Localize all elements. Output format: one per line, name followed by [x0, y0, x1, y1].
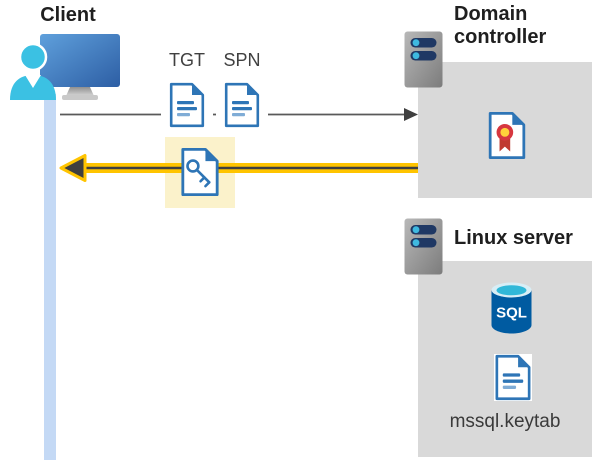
key-document-icon: [180, 147, 220, 197]
ribbon-seal: [496, 123, 514, 141]
linux-server-icon: [404, 218, 443, 275]
sql-database-icon: SQL: [491, 282, 532, 334]
person-collar: [25, 75, 41, 88]
spn-ticket-document-icon: [216, 78, 268, 132]
tgt-label: TGT: [169, 50, 205, 70]
monitor-base: [62, 95, 98, 100]
user-at-monitor-icon: [10, 34, 120, 100]
request-arrowhead-icon: [404, 108, 418, 121]
database-top: [496, 285, 527, 296]
certificate-icon: [487, 111, 527, 160]
keytab-label: mssql.keytab: [449, 411, 561, 432]
domain-controller-server-icon: [404, 31, 443, 88]
database-body: [491, 290, 532, 334]
monitor-stand: [66, 87, 94, 96]
spn-label: SPN: [223, 50, 261, 70]
keytab-document-icon: [494, 354, 532, 401]
sql-badge-text: SQL: [496, 305, 527, 322]
monitor-screen: [40, 34, 120, 87]
client-label: Client: [40, 4, 96, 26]
linux-server-title: Linux server: [454, 227, 573, 249]
tgt-ticket-document-icon: [161, 78, 213, 132]
response-arrowhead-icon: [59, 154, 87, 182]
person-head: [18, 42, 48, 72]
ribbon-tails: [499, 137, 511, 152]
domain-controller-title: Domain controller: [454, 3, 547, 48]
client-lifeline-bar: [44, 94, 56, 460]
